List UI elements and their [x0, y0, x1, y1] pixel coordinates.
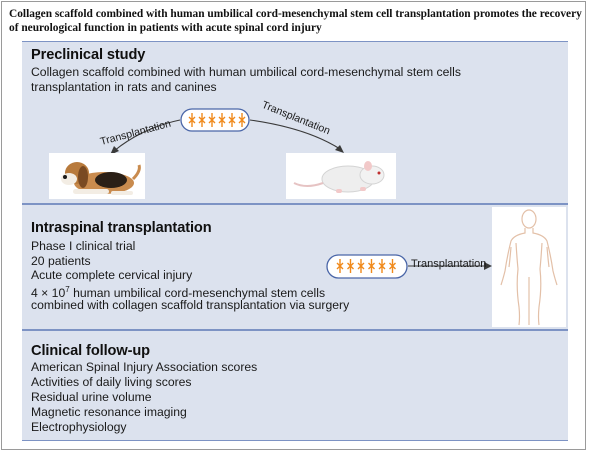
stem-cell-mark: [208, 113, 216, 127]
arrow-to-rat: [249, 119, 344, 153]
arrow-to-patient: [408, 262, 492, 270]
stem-cell-mark: [378, 259, 386, 273]
dose-suffix: human umbilical cord-mesenchymal stem ce…: [69, 286, 326, 301]
rat-image: [286, 153, 396, 199]
intraspinal-heading: Intraspinal transplantation: [31, 220, 212, 236]
stem-cell-mark: [347, 259, 354, 273]
stem-cells-icon: [188, 113, 246, 127]
intraspinal-panel: Intraspinal transplantation Phase I clin…: [22, 204, 568, 330]
stem-cells-icon: [336, 259, 396, 273]
stem-cell-mark: [357, 259, 365, 273]
preclinical-panel: Preclinical study Collagen scaffold comb…: [22, 41, 568, 204]
intraspinal-line-1: Phase I clinical trial: [31, 239, 136, 253]
intraspinal-line-3: Acute complete cervical injury: [31, 268, 193, 282]
followup-line-4: Magnetic resonance imaging: [31, 405, 187, 419]
stem-cell-mark: [198, 113, 206, 127]
preclinical-line-2: transplantation in rats and canines: [31, 80, 217, 94]
followup-line-3: Residual urine volume: [31, 390, 152, 404]
dose-prefix: 4 × 10: [31, 286, 66, 301]
stem-cell-mark: [228, 113, 236, 127]
stem-cell-mark: [368, 259, 375, 273]
stem-cell-mark: [389, 259, 396, 273]
figure-title: Collagen scaffold combined with human um…: [9, 8, 582, 34]
cell-capsule: [326, 254, 408, 279]
preclinical-heading: Preclinical study: [31, 47, 146, 63]
followup-panel: Clinical follow-up American Spinal Injur…: [22, 330, 568, 441]
stem-cell-mark: [238, 113, 246, 127]
stem-cell-mark: [188, 113, 196, 127]
preclinical-diagram: [110, 108, 344, 155]
followup-line-5: Electrophysiology: [31, 420, 127, 434]
followup-line-1: American Spinal Injury Association score…: [31, 360, 258, 374]
human-figure-image: [492, 207, 566, 327]
intraspinal-line-4: combined with collagen scaffold transpla…: [31, 298, 350, 312]
intraspinal-diagram: [326, 254, 492, 279]
followup-heading: Clinical follow-up: [31, 343, 150, 359]
human-body-icon: [500, 209, 558, 326]
intraspinal-line-2: 20 patients: [31, 254, 91, 268]
arrow-to-dog: [110, 119, 181, 155]
dose-exponent: 7: [65, 285, 70, 294]
stem-cell-mark: [218, 113, 226, 127]
beagle-icon: [61, 162, 141, 195]
dog-image: [49, 153, 145, 199]
white-rat-icon: [293, 161, 385, 193]
intraspinal-arrow-label: Transplantation: [411, 258, 487, 270]
preclinical-line-1: Collagen scaffold combined with human um…: [31, 65, 461, 79]
followup-line-2: Activities of daily living scores: [31, 375, 192, 389]
intraspinal-dose-line: 4 × 107 human umbilical cord-mesenchymal…: [31, 283, 325, 300]
stem-cell-mark: [336, 259, 344, 273]
